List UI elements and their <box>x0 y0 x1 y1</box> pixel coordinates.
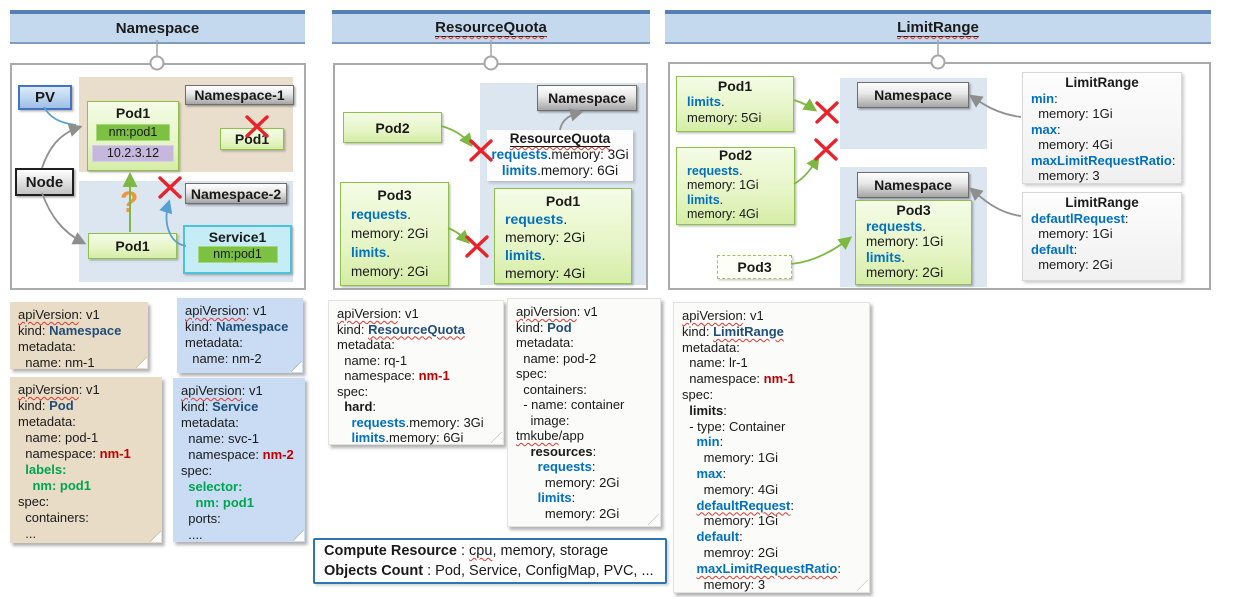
lr-pod1-box: Pod1 limits.memory: 5Gi <box>676 76 794 132</box>
limitrange-spec1-title: LimitRange <box>1065 75 1139 90</box>
rq-pod1-title: Pod1 <box>545 193 581 209</box>
service1-box: Service1 nm:pod1 <box>183 225 292 274</box>
lr-pod1-title: Pod1 <box>717 78 753 94</box>
resourcequota-spec-title: ResourceQuota <box>509 131 611 147</box>
header-namespace-label: Namespace <box>115 19 200 37</box>
node-box: Node <box>15 168 74 196</box>
lr-pod3-pending-label: Pod3 <box>737 259 772 275</box>
pod1-nm2-box: Pod1 <box>88 233 177 259</box>
pod1-ip-badge: 10.2.3.12 <box>92 145 174 162</box>
rq-namespace-label-box: Namespace <box>537 85 637 111</box>
service1-selector-badge: nm:pod1 <box>197 246 278 263</box>
service1-title: Service1 <box>208 229 267 245</box>
lr-pod3-pending-box: Pod3 <box>717 255 792 279</box>
header-namespace: Namespace <box>10 10 305 44</box>
lr-namespace1-label-box: Namespace <box>857 82 969 108</box>
pod1-main-title: Pod1 <box>115 105 151 121</box>
lr-pod1-lines: limits.memory: 5Gi <box>687 94 762 125</box>
compute-resource-legend: Compute Resource : cpu, memory, storage … <box>313 538 667 584</box>
namespace-1-label-box: Namespace-1 <box>185 85 294 105</box>
rq-pod3-title: Pod3 <box>377 187 412 203</box>
legend-compute-resource-line: Compute Resource : cpu, memory, storage <box>324 543 609 559</box>
question-mark: ? <box>120 186 139 219</box>
pod1-label-badge: nm:pod1 <box>96 124 170 141</box>
header-limitrange: LimitRange <box>665 10 1211 44</box>
rq-pod2-label: Pod2 <box>375 119 410 136</box>
pod1-nm2-label: Pod1 <box>115 238 150 254</box>
pod1-main-box: Pod1 nm:pod1 10.2.3.12 <box>87 101 179 171</box>
rq-namespace-label: Namespace <box>548 90 626 106</box>
lr-pod3-title: Pod3 <box>896 202 931 218</box>
pod1-blocked-label: Pod1 <box>234 131 270 147</box>
pv-box: PV <box>18 85 72 110</box>
lr-namespace2-label-box: Namespace <box>857 172 969 198</box>
namespace-1-label: Namespace-1 <box>194 87 285 103</box>
rq-pod2-box: Pod2 <box>343 112 442 143</box>
namespace-2-label: Namespace-2 <box>190 185 282 202</box>
lr-pod2-title: Pod2 <box>718 148 752 163</box>
header-limitrange-label: LimitRange <box>897 19 979 37</box>
namespace-2-label-box: Namespace-2 <box>185 183 287 204</box>
node-label: Node <box>25 173 64 191</box>
pod1-blocked-box: Pod1 <box>220 128 284 150</box>
header-resourcequota-label: ResourceQuota <box>435 19 547 37</box>
header-resourcequota: ResourceQuota <box>332 10 650 44</box>
legend-objects-count-line: Objects Count : Pod, Service, ConfigMap,… <box>324 563 654 579</box>
limitrange-spec2-title: LimitRange <box>1065 195 1139 210</box>
lr-namespace1-label: Namespace <box>874 87 952 103</box>
pv-label: PV <box>34 89 55 106</box>
lr-namespace2-label: Namespace <box>874 177 952 193</box>
